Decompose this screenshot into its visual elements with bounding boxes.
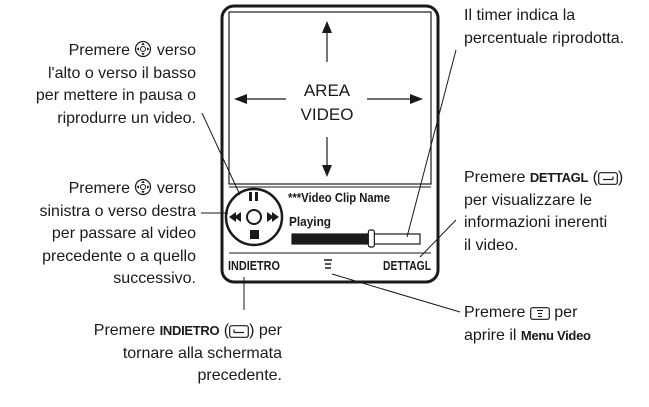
progress-bar [291,229,421,248]
leader-top-left [201,112,241,196]
callout-text: l'alto o verso il basso [47,64,196,82]
callout-text: il video. [464,236,519,254]
callout-text: Premere [93,322,156,339]
callout-text: per passare al video [51,225,196,242]
callout-pause-play: Premere verso l'alto o verso il basso pe… [36,40,196,130]
key-name-back: INDIETRO [159,323,220,338]
callout-details: Premere DETTAGL ( ) per visualizzare le … [464,167,623,257]
callout-text: ) per [249,322,282,339]
callout-text: informazioni inerenti [464,214,608,231]
nav-key-icon[interactable] [224,187,284,247]
arrow-down-icon [322,137,332,177]
callout-back: Premere INDIETRO ( ) per tornare alla sc… [94,320,282,388]
callout-prev-next: Premere verso sinistra o verso destra pe… [39,178,196,291]
callout-text: riprodurre un video. [57,109,196,127]
callout-text: Premere [464,304,526,321]
callout-text: per [554,304,578,321]
arrow-left-icon [234,94,286,104]
leader-mid-right [419,219,457,258]
video-area-box [228,11,432,185]
callout-text: tornare alla schermata [122,344,282,362]
callout-menu: Premere per aprire il Menu Video [464,302,591,347]
callout-text: per visualizzare le [464,191,593,209]
callout-text: Il timer indica la [464,7,576,24]
callout-text: per mettere in pausa o [35,87,196,104]
callout-text: precedente. [197,367,282,384]
callout-text: Premere [68,180,130,197]
callout-text: precedente o a quello [42,247,196,265]
softkey-left[interactable]: INDIETRO [228,258,280,273]
callout-timer: Il timer indica la percentuale riprodott… [464,5,624,50]
callout-text: percentuale riprodotta. [464,29,625,47]
right-softkey-icon [598,172,618,185]
callout-text: successivo. [113,270,196,287]
arrow-up-icon [322,21,332,62]
nav-key-small-icon [135,40,152,58]
softkey-right[interactable]: DETTAGL [383,258,431,273]
callout-text: ) [617,169,624,186]
callout-text: verso [156,42,196,59]
leader-bottom-right [331,273,461,313]
area-label-line1: AREA [304,81,351,100]
callout-text: verso [156,180,196,197]
clip-name: ***Video Clip Name [288,190,390,205]
left-softkey-icon [229,325,249,338]
menu-icon[interactable] [324,259,332,269]
callout-text: Premere [464,169,526,186]
menu-key-icon [529,307,550,320]
play-status: Playing [289,214,331,229]
nav-key-small-icon [135,178,152,196]
menu-name: Menu Video [520,327,591,343]
callout-text: aprire il [464,326,517,344]
callout-text: sinistra o verso destra [39,202,196,220]
arrow-right-icon [367,94,423,104]
callout-text: Premere [68,42,130,59]
leader-top-right [406,49,457,238]
area-label-line2: VIDEO [301,105,354,124]
key-name-details: DETTAGL [529,170,589,185]
